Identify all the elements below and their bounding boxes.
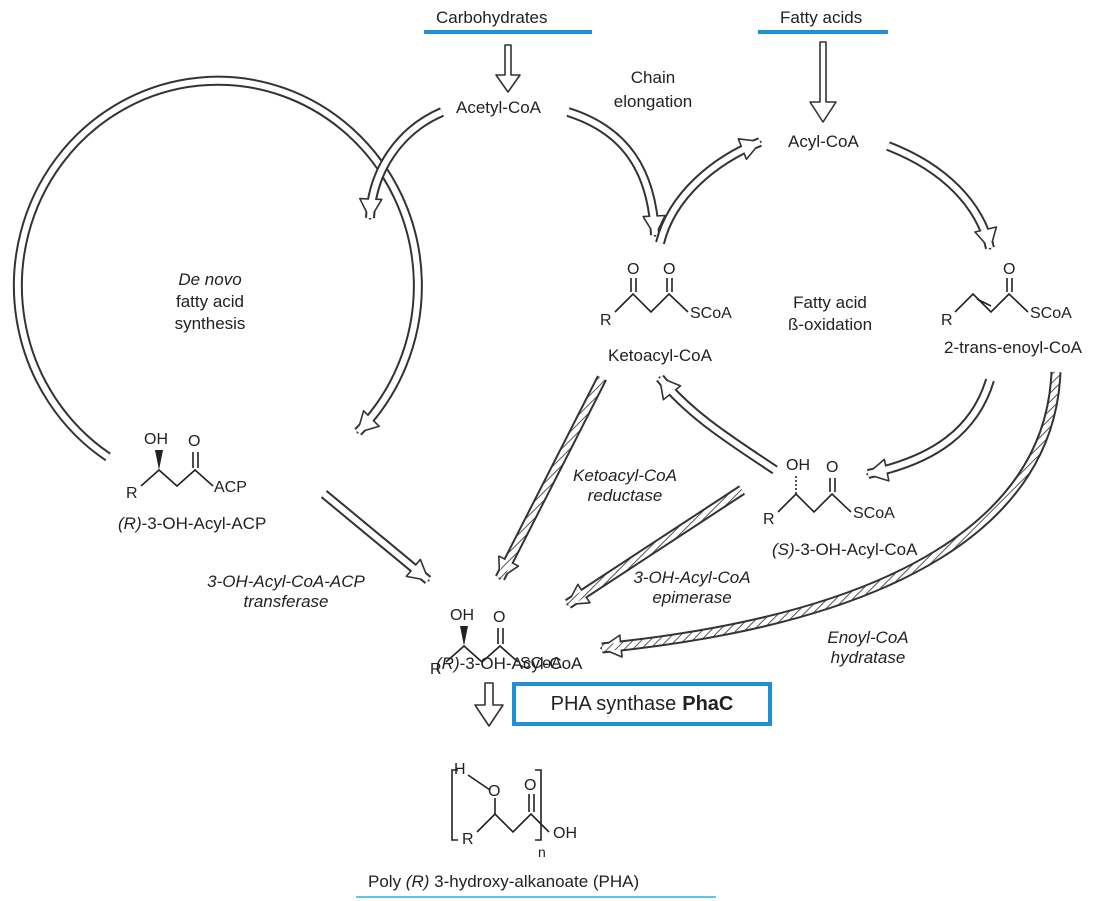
label-de-novo: De novo fatty acid synthesis — [150, 270, 270, 334]
label-ketoacyl-reductase: Ketoacyl-CoA reductase — [560, 466, 690, 506]
curved-hollow-arrows — [12, 75, 998, 584]
atom-acp-o: O — [188, 433, 201, 450]
label-epimerase-2: epimerase — [652, 588, 732, 607]
label-transferase: 3-OH-Acyl-CoA-ACP transferase — [196, 572, 376, 612]
label-transferase-1: 3-OH-Acyl-CoA-ACP — [207, 572, 365, 591]
atom-acp-acp: ACP — [214, 479, 247, 496]
label-s-coa-stereo: (S) — [772, 540, 795, 559]
label-hydratase: Enoyl-CoA hydratase — [818, 628, 918, 668]
label-r-coa-name: -3-OH-Acyl-CoA — [459, 654, 583, 673]
label-pha: Poly (R) 3-hydroxy-alkanoate (PHA) — [368, 872, 639, 892]
fatty-acids-underline — [758, 30, 888, 34]
atom-r-r: R — [430, 661, 442, 678]
atom-acp-r: R — [126, 485, 138, 502]
r-coa-wedge — [460, 626, 468, 646]
label-s-coa-name: -3-OH-Acyl-CoA — [794, 540, 918, 559]
label-beta-ox-1: Fatty acid — [793, 293, 867, 312]
label-acetyl-coa: Acetyl-CoA — [456, 98, 542, 117]
enoyl-bonds — [954, 278, 1029, 314]
label-enoyl-coa: 2-trans-enoyl-CoA — [944, 338, 1082, 357]
atom-r-o: O — [493, 609, 506, 626]
label-transferase-2: transferase — [243, 592, 329, 611]
label-r-oh-acyl-coa: (R)-3-OH-Acyl-CoA — [436, 654, 582, 674]
label-de-novo-3: synthesis — [174, 314, 246, 333]
pha-synthase-name: PhaC — [682, 692, 734, 715]
label-r-oh-acyl-acp: (R)-3-OH-Acyl-ACP — [118, 514, 266, 534]
label-hydratase-1: Enoyl-CoA — [827, 628, 909, 647]
label-fatty-acids: Fatty acids — [780, 8, 863, 27]
pha-synthase-prefix: PHA synthase — [550, 692, 677, 715]
atom-pha-o1: O — [488, 783, 501, 800]
label-epimerase: 3-OH-Acyl-CoA epimerase — [622, 568, 762, 608]
label-carbohydrates: Carbohydrates — [436, 8, 548, 27]
arrow-ketoacyl-to-acyl — [655, 137, 762, 245]
r-acp-bonds — [140, 452, 214, 488]
atom-acp-oh: OH — [144, 431, 168, 448]
atom-pha-o2: O — [524, 777, 537, 794]
label-pha-b: 3-hydroxy-alkanoate (PHA) — [429, 872, 640, 891]
straight-hollow-arrows — [474, 41, 837, 727]
atom-pha-n: n — [538, 844, 546, 860]
label-epimerase-1: 3-OH-Acyl-CoA — [633, 568, 751, 587]
label-hydratase-2: hydratase — [830, 648, 906, 667]
atom-s-scoa: SCoA — [853, 505, 895, 522]
atom-s-r: R — [763, 511, 775, 528]
r-acp-wedge — [155, 450, 163, 470]
atom-enoyl-r: R — [941, 312, 953, 329]
arrow-carbohydrates-to-acetyl — [495, 44, 521, 93]
hatched-arrows — [495, 371, 1062, 658]
r-coa-bonds — [445, 628, 519, 664]
atom-ketoacyl-o2: O — [663, 261, 676, 278]
label-ketoacyl-reductase-1: Ketoacyl-CoA — [573, 466, 677, 485]
ketoacyl-bonds — [614, 278, 689, 314]
atom-ketoacyl-scoa: SCoA — [690, 305, 732, 322]
atom-enoyl-scoa: SCoA — [1030, 305, 1072, 322]
label-chain-elongation: Chain elongation — [598, 68, 708, 112]
label-de-novo-2: fatty acid — [175, 292, 245, 311]
label-pha-a: Poly — [368, 872, 406, 891]
label-ketoacyl-reductase-2: reductase — [587, 486, 663, 505]
label-acyl-coa: Acyl-CoA — [788, 132, 859, 151]
label-beta-ox-2: ß-oxidation — [787, 315, 873, 334]
atom-ketoacyl-o1: O — [627, 261, 640, 278]
structure-bonds — [140, 278, 1029, 841]
atom-pha-h: H — [454, 761, 466, 778]
label-chain-elongation-2: elongation — [613, 92, 693, 111]
atom-r-scoa: SCoA — [520, 655, 562, 672]
atom-s-o: O — [826, 459, 839, 476]
label-beta-oxidation: Fatty acid ß-oxidation — [770, 293, 890, 335]
pha-underline — [356, 896, 716, 898]
label-pha-stereo: (R) — [405, 872, 430, 891]
s-coa-bonds — [777, 476, 852, 514]
arrow-fatty-acids-to-acyl — [809, 41, 837, 123]
label-r-coa-stereo: (R) — [436, 654, 460, 673]
pha-bonds — [451, 769, 550, 841]
arrow-to-pha — [474, 682, 504, 727]
atom-enoyl-o: O — [1003, 261, 1016, 278]
atom-ketoacyl-r: R — [600, 312, 612, 329]
arrow-acyl-to-enoyl — [886, 141, 998, 250]
atom-s-oh: OH — [786, 457, 810, 474]
atom-pha-r: R — [462, 831, 474, 848]
label-chain-elongation-1: Chain — [630, 68, 676, 87]
atom-pha-oh: OH — [553, 825, 577, 842]
label-r-acp-stereo: (R) — [118, 514, 142, 533]
label-ketoacyl-coa: Ketoacyl-CoA — [608, 346, 712, 365]
label-s-oh-acyl-coa: (S)-3-OH-Acyl-CoA — [772, 540, 917, 560]
carbohydrates-underline — [424, 30, 592, 34]
arrow-enoyl-to-s-oh — [866, 378, 995, 482]
label-de-novo-1: De novo — [178, 270, 242, 289]
label-r-acp-name: -3-OH-Acyl-ACP — [141, 514, 267, 533]
atom-r-oh: OH — [450, 607, 474, 624]
